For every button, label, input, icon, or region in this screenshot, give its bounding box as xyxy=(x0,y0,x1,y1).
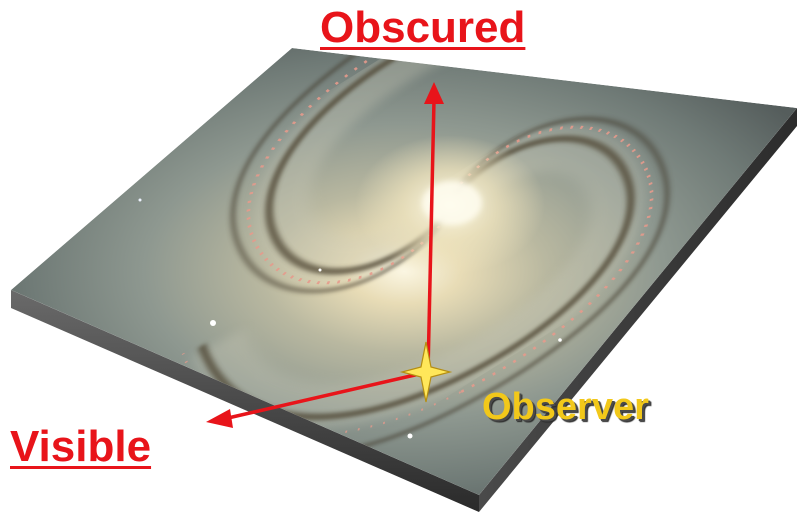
slab-front-right-edge xyxy=(479,108,797,512)
obscured-label: Obscured xyxy=(320,3,526,52)
slab-front-left-edge xyxy=(11,290,479,512)
galaxy-image xyxy=(11,48,797,495)
obscured-direction-arrow xyxy=(424,82,444,373)
observer-label: Observer xyxy=(482,386,649,428)
observer-star-icon xyxy=(399,341,453,403)
visible-direction-arrow xyxy=(206,370,429,428)
visible-label: Visible xyxy=(10,422,152,471)
